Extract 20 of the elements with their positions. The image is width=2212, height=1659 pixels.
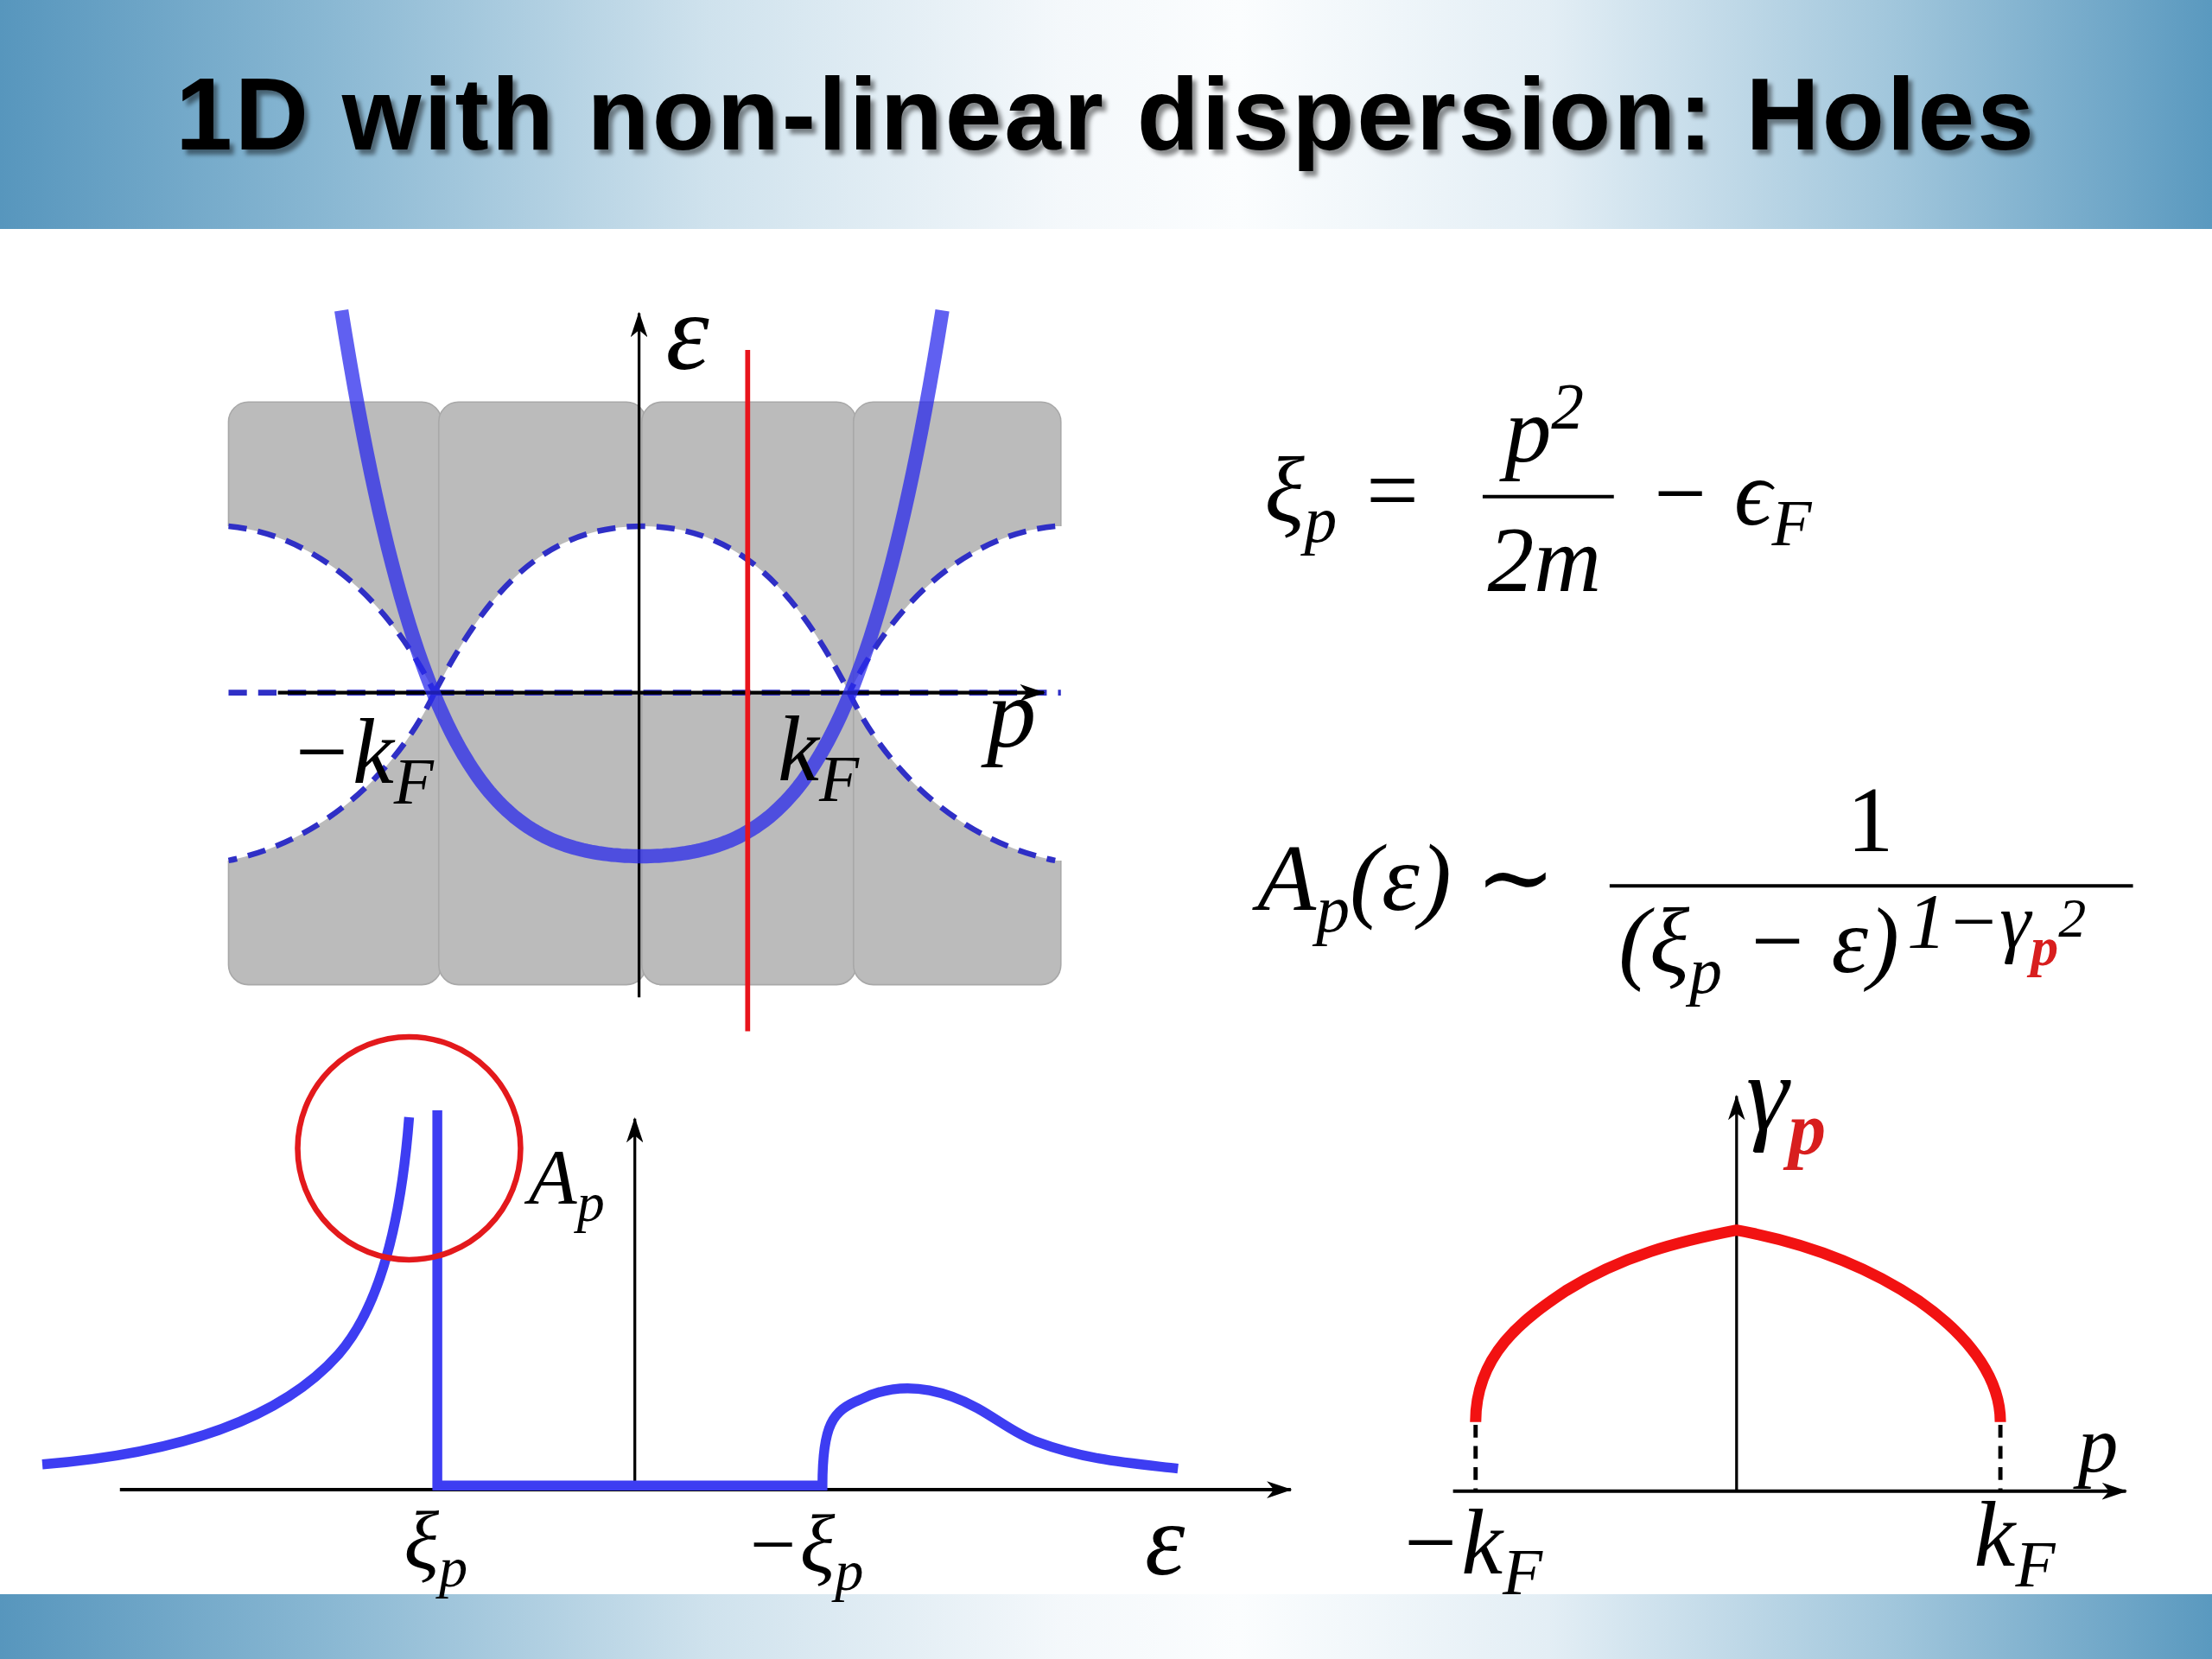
axis-label: γ$_{p}$ xyxy=(1745,1032,1827,1172)
tick-label: −k$_{F}$ xyxy=(289,699,435,820)
fraction-denominator: 2m xyxy=(1486,513,1603,613)
tick-label: k$_{F}$ xyxy=(777,696,861,817)
tick-label: −k$_{F}$ xyxy=(1397,1489,1544,1610)
tick-label: k$_{F}$ xyxy=(1973,1482,2056,1603)
axis-label: A$_{p}$ xyxy=(524,1129,614,1247)
formula-text: − ϵ$_{F}$ xyxy=(1647,441,1813,562)
slide-title: 1D with non-linear dispersion: Holes xyxy=(175,55,2037,173)
formula-text: A$_{p}$(ε) ∼ xyxy=(1252,821,1567,963)
fraction-numerator: p$^{2}$ xyxy=(1500,372,1595,486)
axis-label: ε xyxy=(664,270,710,396)
axis-label: p xyxy=(982,654,1048,791)
fraction-numerator: 1 xyxy=(1846,766,1895,873)
formula-text: ξ$_{p}$ = xyxy=(1263,436,1424,557)
tick-label: ξ$_{p}$ xyxy=(403,1495,469,1601)
axis-label: p xyxy=(2074,1395,2128,1507)
tick-label: −ξ$_{p}$ xyxy=(743,1497,865,1604)
fraction-denominator: (ξ$_{p}$ − ε) xyxy=(1618,893,1900,1009)
axis-label: ε xyxy=(1144,1483,1186,1599)
